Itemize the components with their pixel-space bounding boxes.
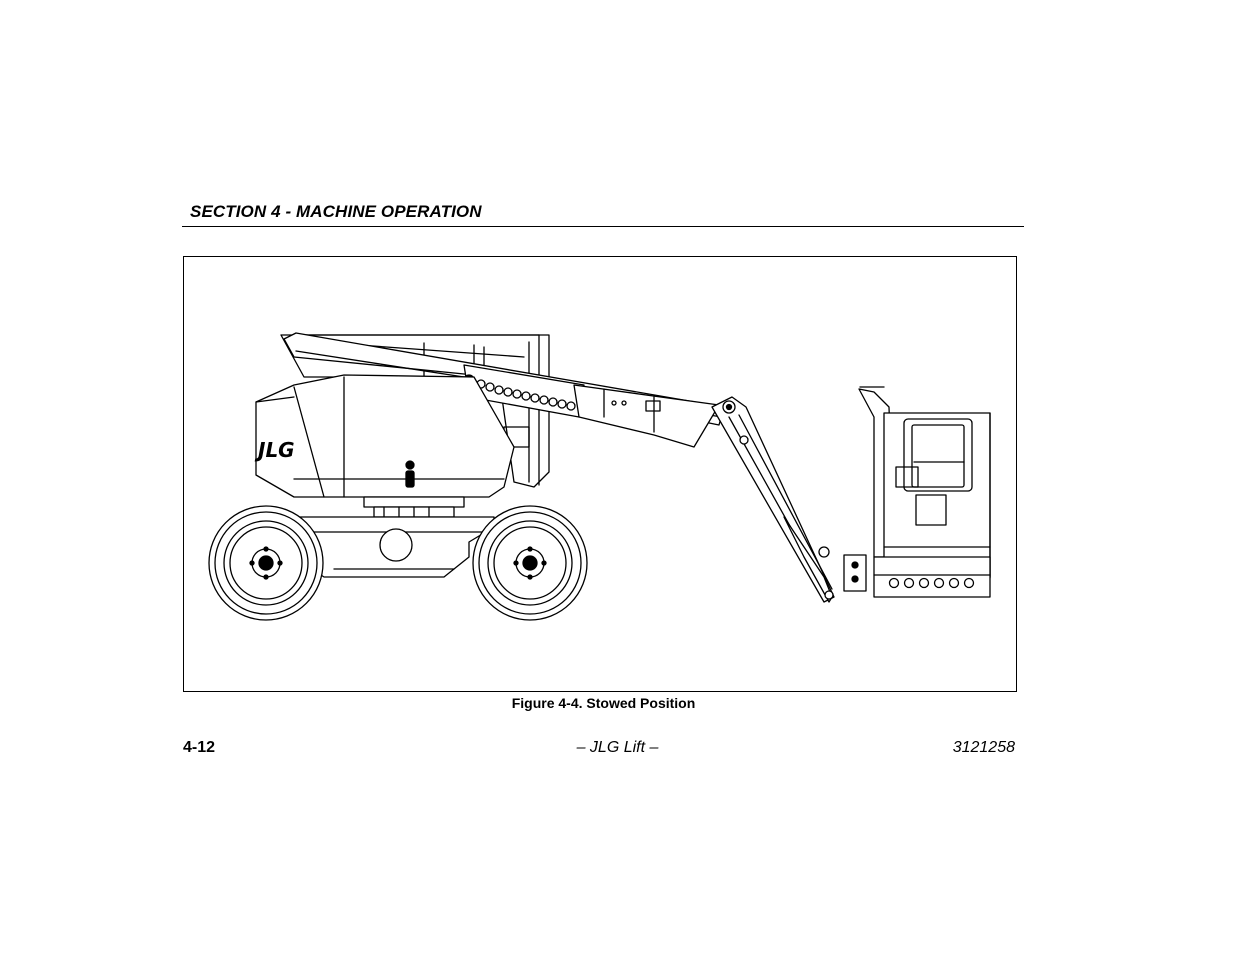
page-number: 4-12 bbox=[183, 739, 216, 756]
section-rule bbox=[182, 226, 1024, 227]
figure-caption: Figure 4-4. Stowed Position bbox=[511, 695, 696, 711]
main-boom bbox=[283, 332, 725, 448]
figure-frame: JLG bbox=[183, 256, 1017, 692]
rear-wheel bbox=[208, 505, 324, 621]
swing-bearing bbox=[363, 496, 465, 520]
front-wheel bbox=[472, 505, 588, 621]
chassis bbox=[293, 516, 495, 578]
jib-arm bbox=[711, 396, 835, 603]
section-title: SECTION 4 - MACHINE OPERATION bbox=[190, 202, 482, 221]
turntable-housing: JLG bbox=[254, 374, 515, 498]
lift-illustration: JLG bbox=[208, 332, 991, 621]
jlg-logo: JLG bbox=[254, 438, 295, 462]
footer-title: – JLG Lift – bbox=[576, 739, 659, 756]
platform-basket bbox=[843, 386, 991, 598]
document-number: 3121258 bbox=[952, 739, 1015, 756]
